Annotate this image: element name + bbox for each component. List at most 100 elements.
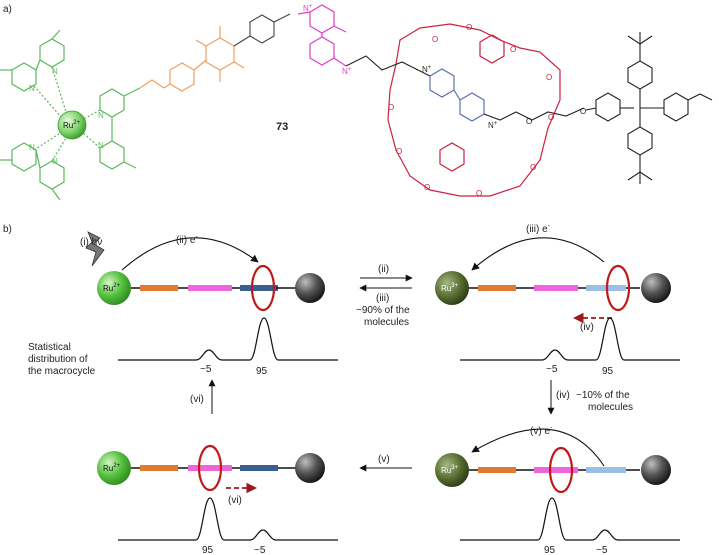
state-3-rotaxane: Ru3+ (v) e- bbox=[435, 425, 671, 494]
n-label: N bbox=[98, 141, 104, 150]
equilibrium-arrows: (ii) (iii) ~90% of the molecules bbox=[356, 264, 413, 328]
crown-ether-oxygens: O O O O O O O O O O bbox=[388, 23, 554, 198]
ru3-ball bbox=[435, 271, 469, 305]
compound-number: 73 bbox=[276, 121, 288, 133]
up-arrow-vi: (vi) bbox=[190, 379, 216, 414]
macrocycle-ring bbox=[548, 446, 574, 494]
o-label: O bbox=[388, 103, 394, 112]
station-pink bbox=[188, 465, 232, 471]
svg-text:Ru3+: Ru3+ bbox=[441, 283, 459, 293]
n-label: N bbox=[98, 111, 104, 120]
step-ii-arrow-label: (ii) bbox=[378, 264, 389, 275]
macrocycle-ring bbox=[197, 444, 223, 492]
note-90-line1: ~90% of the bbox=[356, 305, 410, 316]
o-label: O bbox=[526, 117, 532, 126]
n-label: N bbox=[52, 67, 58, 76]
note-10-line2: molecules bbox=[588, 402, 633, 413]
svg-text:Ru2+: Ru2+ bbox=[103, 283, 121, 293]
n-plus-label: N+ bbox=[303, 4, 313, 13]
stopper-ball bbox=[641, 273, 671, 303]
step-vi-up-label: (vi) bbox=[190, 394, 204, 405]
svg-text:Statistical: Statistical bbox=[28, 342, 71, 353]
station-orange bbox=[140, 465, 178, 471]
phenyl-spacer bbox=[233, 13, 291, 47]
ball-label: Ru bbox=[103, 284, 113, 293]
lightning-icon bbox=[85, 231, 105, 267]
distribution-plot-4: 95 ~5 bbox=[118, 497, 338, 555]
distribution-plot-2: ~5 95 bbox=[460, 317, 680, 377]
step-iv-label: (iv) bbox=[580, 322, 594, 333]
macrocycle-ring bbox=[250, 264, 276, 312]
electron-transfer-arrow bbox=[471, 428, 605, 467]
ball-label: Ru bbox=[103, 464, 113, 473]
ru3-ball bbox=[435, 453, 469, 487]
o-label: O bbox=[548, 113, 554, 122]
o-label: O bbox=[476, 189, 482, 198]
ru-bipyridine-complex bbox=[0, 29, 141, 201]
dist-small-label: ~5 bbox=[254, 545, 266, 555]
dist-small-label: ~5 bbox=[546, 364, 558, 375]
dist-big-label: 95 bbox=[602, 366, 614, 377]
step-iii-arrow-label: (iii) bbox=[376, 293, 389, 304]
panel-b-label: b) bbox=[3, 224, 12, 235]
n-label: N bbox=[29, 143, 35, 152]
svg-text:distribution of: distribution of bbox=[28, 354, 88, 365]
magenta-n-plus-labels: N+ N+ bbox=[303, 4, 352, 76]
note-90-line2: molecules bbox=[364, 317, 409, 328]
orange-terphenyl-linker bbox=[139, 26, 245, 92]
bipy-nitrogen-labels: N N N N N N bbox=[29, 67, 104, 166]
state-4-rotaxane: Ru2+ (vi) bbox=[97, 444, 325, 506]
o-label: O bbox=[466, 23, 472, 32]
station-orange bbox=[140, 285, 178, 291]
distribution-plot-3: 95 ~5 bbox=[460, 497, 680, 555]
ru-center-atom: Ru2+ bbox=[57, 110, 87, 140]
o-label: O bbox=[432, 35, 438, 44]
dist-big-label: 95 bbox=[256, 366, 268, 377]
blue-bipyridinium-station bbox=[429, 68, 485, 122]
station-lightblue bbox=[586, 467, 626, 473]
left-arrow-v: (v) bbox=[359, 454, 412, 472]
o-label: O bbox=[580, 107, 586, 116]
step-v-label: (v) e- bbox=[530, 425, 553, 437]
step-ii-label: (ii) e- bbox=[176, 234, 198, 246]
axle-oxygens: O O bbox=[526, 107, 586, 126]
o-label: O bbox=[510, 45, 516, 54]
station-pink bbox=[534, 285, 578, 291]
station-blue bbox=[240, 285, 278, 291]
state-1-rotaxane: Ru2+ (i) hν (ii) e- bbox=[80, 231, 325, 312]
n-plus-label: N+ bbox=[422, 65, 432, 74]
ru2-ball bbox=[97, 451, 131, 485]
station-orange bbox=[478, 467, 516, 473]
ru2-ball bbox=[97, 271, 131, 305]
svg-text:Ru3+: Ru3+ bbox=[441, 465, 459, 475]
note-10-line1: ~10% of the bbox=[576, 390, 630, 401]
state-2-rotaxane: Ru3+ (iii) e- (iv) bbox=[435, 223, 671, 333]
o-label: O bbox=[396, 147, 402, 156]
ball-charge: 3+ bbox=[451, 283, 458, 289]
ball-charge: 2+ bbox=[113, 283, 120, 289]
station-orange bbox=[478, 285, 516, 291]
dist-small-label: ~5 bbox=[596, 545, 608, 555]
down-arrow-iv: (iv) ~10% of the molecules bbox=[547, 380, 633, 415]
svg-text:Ru2+: Ru2+ bbox=[63, 120, 81, 130]
station-pink bbox=[534, 467, 578, 473]
blue-n-plus-labels: N+ N+ bbox=[422, 65, 498, 130]
distribution-plot-1: ~5 95 bbox=[118, 317, 338, 377]
svg-text:Ru2+: Ru2+ bbox=[103, 463, 121, 473]
panel-a-label: a) bbox=[3, 4, 12, 15]
step-iv-down-label: (iv) bbox=[556, 390, 570, 401]
ball-charge: 2+ bbox=[113, 463, 120, 469]
dist-big-label: 95 bbox=[544, 545, 556, 555]
station-pink bbox=[188, 285, 232, 291]
step-v-arrow-label: (v) bbox=[378, 454, 390, 465]
ball-label: Ru bbox=[441, 466, 451, 475]
o-label: O bbox=[546, 73, 552, 82]
electron-transfer-arrow bbox=[471, 237, 605, 271]
stopper-ball bbox=[641, 455, 671, 485]
stopper-ball bbox=[295, 273, 325, 303]
n-label: N bbox=[52, 157, 58, 166]
step-vi-motion-label: (vi) bbox=[228, 495, 242, 506]
statistical-distribution-label: Statistical distribution of the macrocyc… bbox=[28, 342, 96, 377]
ball-label: Ru bbox=[441, 284, 451, 293]
